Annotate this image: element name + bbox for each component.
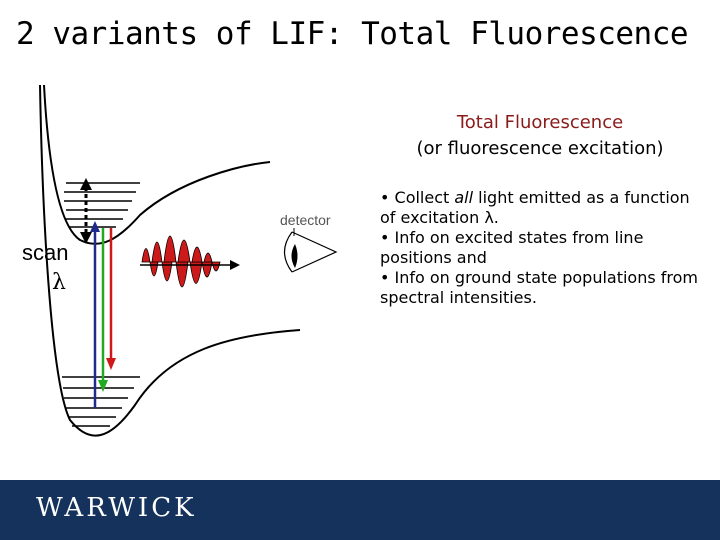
- emitted-light-wave: [141, 235, 221, 288]
- emphasis-all: all: [454, 188, 474, 207]
- scan-lambda-symbol: λ: [52, 270, 66, 295]
- slide-title: 2 variants of LIF: Total Fluorescence: [16, 16, 689, 52]
- bullet-item-excited-states: • Info on excited states from line posit…: [380, 228, 644, 267]
- excited-vibrational-levels: [64, 182, 140, 228]
- detector-eye-icon: [283, 231, 338, 273]
- scan-arrow: [80, 178, 92, 244]
- detector-label: detector: [280, 212, 331, 228]
- footer-bar: [0, 480, 720, 540]
- ground-state-curve: [39, 84, 301, 437]
- bullet-item-collect: • Collect all light emitted as a functio…: [380, 188, 690, 227]
- heading-total-fluorescence: Total Fluorescence: [456, 112, 624, 133]
- subheading-excitation: (or fluorescence excitation): [416, 138, 664, 159]
- warwick-logo: WARWICK: [36, 493, 197, 523]
- bullet-item-ground-state: • Info on ground state populations from …: [380, 268, 699, 307]
- emission-arrow-green: [98, 228, 108, 392]
- excited-state-curve: [43, 84, 271, 245]
- ground-vibrational-levels: [62, 376, 140, 427]
- scan-label: scan: [22, 240, 69, 265]
- bullet-list: • Collect all light emitted as a functio…: [380, 188, 700, 308]
- energy-level-diagram: [39, 84, 338, 437]
- emission-arrow-red: [106, 228, 116, 370]
- excitation-arrow-blue: [90, 221, 100, 408]
- right-panel-heading: Total Fluorescence (or fluorescence exci…: [380, 110, 700, 162]
